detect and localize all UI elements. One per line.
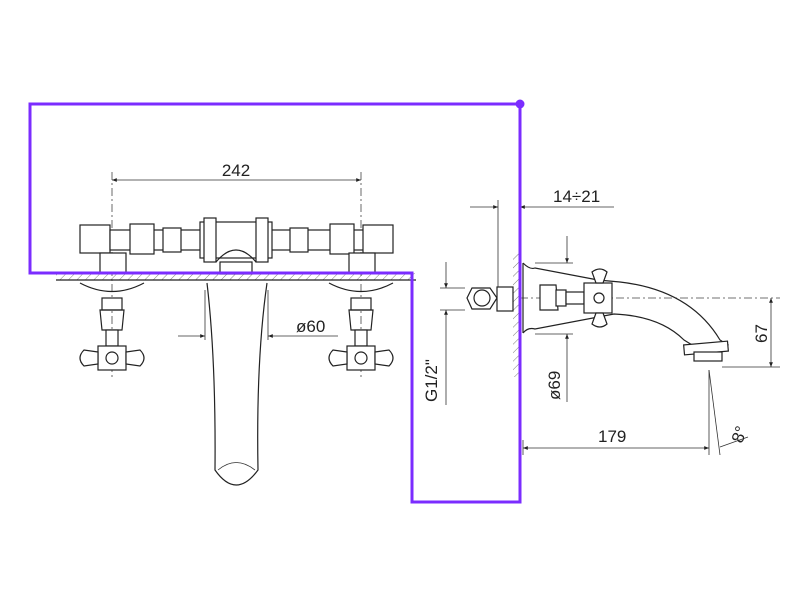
- spout: [206, 282, 268, 486]
- dimension-242: 242: [222, 161, 250, 180]
- side-view: 14÷21 G1/2" ø69 67: [422, 187, 780, 456]
- front-view: 242: [56, 161, 416, 486]
- dimension-diameter-60: ø60: [296, 317, 325, 336]
- left-handle: [79, 282, 145, 371]
- dimension-angle-8: 8°: [728, 424, 751, 446]
- dimension-67: 67: [752, 324, 771, 343]
- countertop-hatch: [56, 273, 416, 280]
- dimension-g1-2: G1/2": [422, 359, 441, 402]
- dimension-14-21: 14÷21: [553, 187, 600, 206]
- right-handle: [328, 282, 394, 371]
- wall-hatch: [513, 252, 520, 377]
- dimension-179: 179: [598, 427, 626, 446]
- dimension-diameter-69: ø69: [545, 371, 564, 400]
- selection-handle[interactable]: [515, 99, 525, 109]
